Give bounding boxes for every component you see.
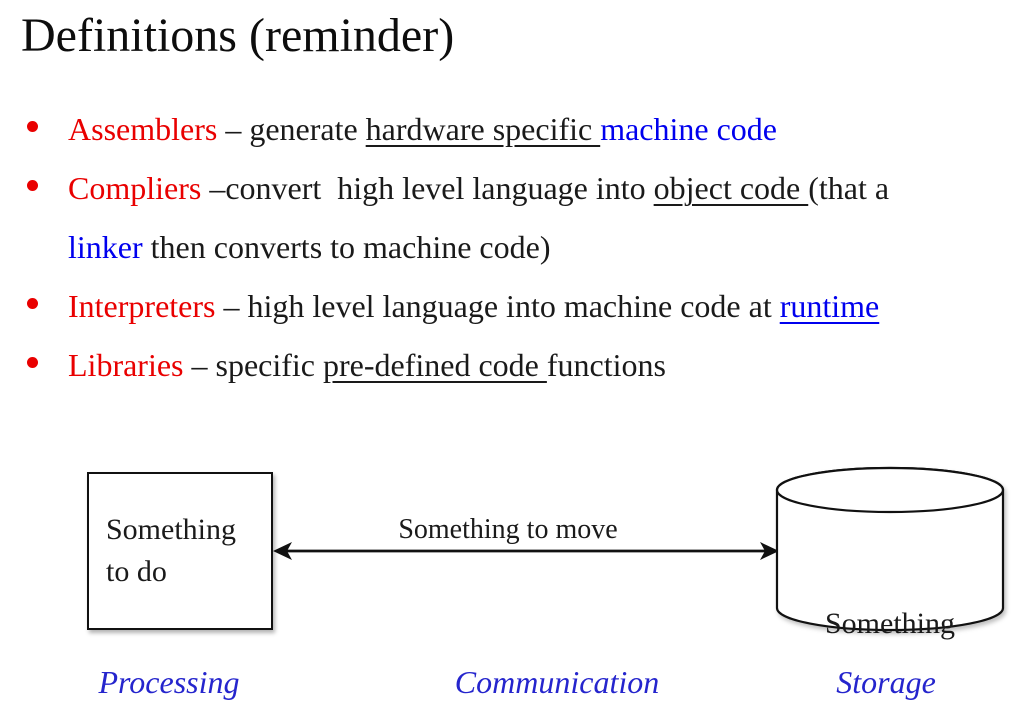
- underlined-segment: object code: [653, 170, 809, 206]
- definitions-list: Assemblers – generate hardware specific …: [26, 100, 1016, 395]
- blue-segment: machine code: [600, 111, 777, 147]
- text-segment: –convert high level language into: [201, 170, 654, 206]
- bullet-text-assemblers: Assemblers – generate hardware specific …: [68, 100, 777, 159]
- cylinder-label-line1: Something: [824, 607, 955, 640]
- bullet-line-2: linker then converts to machine code): [68, 229, 550, 265]
- bullet-item-assemblers: Assemblers – generate hardware specific …: [26, 100, 1016, 159]
- double-arrow: [273, 542, 779, 560]
- text-segment: then converts to machine code): [142, 229, 551, 265]
- bullet-text-interpreters: Interpreters – high level language into …: [68, 277, 879, 336]
- bullet-text-compilers: Compliers –convert high level language i…: [68, 159, 889, 277]
- blue-underlined-segment: runtime: [779, 288, 880, 324]
- process-box: Something to do: [87, 472, 273, 630]
- text-segment: functions: [546, 347, 666, 383]
- blue-segment: linker: [68, 229, 143, 265]
- caption-storage: Storage: [836, 664, 936, 700]
- bullet-item-interpreters: Interpreters – high level language into …: [26, 277, 1016, 336]
- bullet-line-1: Compliers –convert high level language i…: [68, 170, 889, 206]
- text-segment: – generate: [217, 111, 366, 147]
- arrowhead-left-icon: [273, 542, 292, 560]
- process-box-label-line2: to do: [106, 555, 167, 588]
- arrow-label: Something to move: [398, 514, 618, 545]
- term-libraries: Libraries: [68, 347, 184, 383]
- bullet-item-libraries: Libraries – specific pre-defined code fu…: [26, 336, 1016, 395]
- text-segment: (that a: [808, 170, 890, 206]
- term-compilers: Compliers: [68, 170, 202, 206]
- underlined-segment: pre-defined code: [323, 347, 547, 383]
- arrowhead-right-icon: [760, 542, 779, 560]
- text-segment: – high level language into machine code …: [215, 288, 780, 324]
- slide-title: Definitions (reminder): [21, 9, 455, 62]
- bullet-icon: [26, 336, 68, 368]
- text-segment: – specific: [183, 347, 323, 383]
- process-box-label-line1: Something: [106, 513, 237, 546]
- bullet-text-libraries: Libraries – specific pre-defined code fu…: [68, 336, 666, 395]
- caption-processing: Processing: [98, 664, 240, 700]
- underlined-segment: hardware specific: [365, 111, 601, 147]
- bullet-item-compilers: Compliers –convert high level language i…: [26, 159, 1016, 277]
- bullet-icon: [26, 159, 68, 191]
- storage-cylinder-label: Something To know: [777, 531, 1003, 706]
- storage-cylinder-shape: [775, 466, 1005, 632]
- caption-communication: Communication: [454, 664, 660, 700]
- bullet-icon: [26, 277, 68, 309]
- term-interpreters: Interpreters: [68, 288, 216, 324]
- bullet-icon: [26, 100, 68, 132]
- term-assemblers: Assemblers: [68, 111, 218, 147]
